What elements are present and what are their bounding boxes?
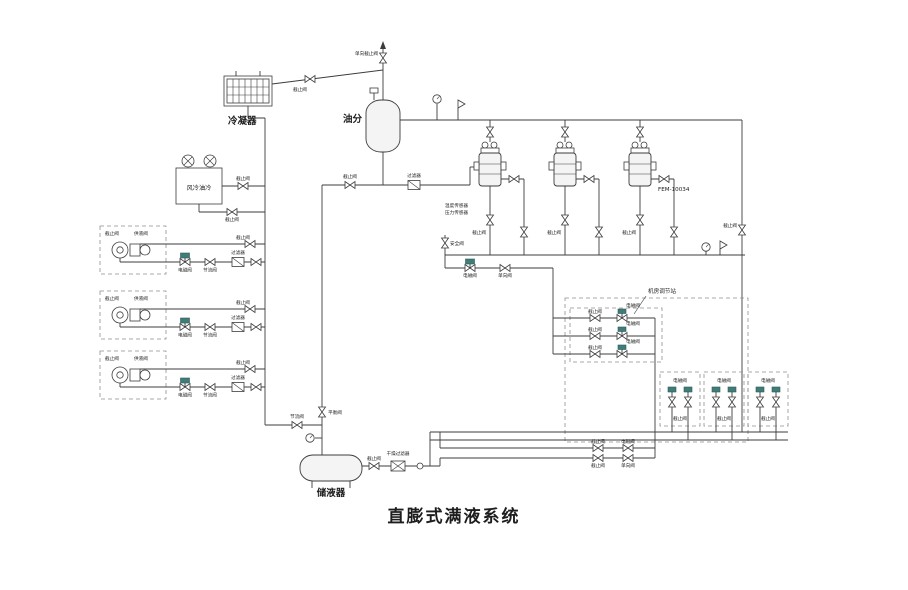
compressor-1 bbox=[472, 120, 527, 255]
pressure-gauge-icon bbox=[432, 94, 442, 104]
temp-sensor-label: 温度传感器 bbox=[445, 202, 468, 209]
filter-icon bbox=[407, 180, 421, 190]
end-valve-group-1 bbox=[660, 372, 700, 440]
solenoid-valve-label: 电磁阀 bbox=[463, 272, 477, 279]
solenoid-coil bbox=[465, 258, 475, 265]
end-unit-2 bbox=[100, 291, 265, 339]
drier-filter-label: 干燥过滤器 bbox=[387, 450, 410, 457]
stop-valve-icon bbox=[344, 181, 356, 189]
compressor-2 bbox=[547, 120, 602, 255]
pressure-gauge-icon bbox=[305, 433, 315, 443]
balance-valve-icon bbox=[318, 406, 326, 418]
stop-valve-icon bbox=[226, 208, 238, 216]
filter-label: 过滤器 bbox=[407, 172, 421, 179]
stop-valve-icon bbox=[304, 75, 316, 83]
pressure-switch-icon bbox=[457, 99, 466, 109]
stop-valve-label: 截止阀 bbox=[367, 455, 381, 462]
station-row-1 bbox=[577, 302, 655, 322]
fan-icon bbox=[203, 154, 217, 168]
suction-bus: 安全阀 电磁阀 单向阀 截止阀 bbox=[441, 120, 746, 432]
condenser: 冷凝器 截止阀 bbox=[223, 69, 384, 127]
fan-icon bbox=[181, 154, 195, 168]
throttle-valve-icon bbox=[291, 421, 303, 429]
oil-return-line: 截止阀 过滤器 bbox=[322, 166, 479, 190]
stop-valve-label: 截止阀 bbox=[591, 438, 605, 445]
balance-valve-label: 平衡阀 bbox=[328, 409, 342, 416]
fan-oil-cooler: 风冷油冷 截止阀 截止阀 bbox=[175, 154, 265, 223]
solenoid-valve-label: 电磁阀 bbox=[621, 438, 635, 445]
stop-valve-icon bbox=[738, 224, 746, 236]
throttle-valve-label: 节流阀 bbox=[290, 413, 304, 420]
fem-tag-label: FEM-10034 bbox=[658, 187, 690, 193]
check-stop-valve-icon bbox=[379, 52, 387, 64]
end-unit-1 bbox=[100, 226, 265, 274]
stop-valve-label: 截止阀 bbox=[293, 86, 307, 93]
stop-valve-icon bbox=[592, 454, 604, 462]
station-label: 机房调节站 bbox=[648, 287, 676, 295]
stop-valve-icon bbox=[237, 182, 249, 190]
receiver: 储液器 截止阀 干燥过滤器 bbox=[299, 450, 440, 499]
sight-glass-icon bbox=[416, 462, 424, 470]
pressure-gauge-icon bbox=[701, 242, 711, 252]
check-valve-icon bbox=[499, 264, 511, 272]
oil-separator: 油分 bbox=[343, 87, 401, 185]
stop-valve-icon bbox=[592, 444, 604, 452]
check-valve-icon bbox=[622, 454, 634, 462]
oil-separator-label: 油分 bbox=[343, 113, 363, 125]
receiver-label: 储液器 bbox=[317, 487, 346, 499]
safety-valve-label: 安全阀 bbox=[450, 240, 464, 247]
pressure-switch-icon bbox=[719, 240, 728, 250]
safety-valve-icon bbox=[441, 237, 449, 249]
check-stop-valve-label: 单向截止阀 bbox=[355, 50, 378, 57]
solenoid-valve-icon bbox=[622, 444, 634, 452]
station-row-2 bbox=[577, 320, 655, 340]
end-valve-group-2 bbox=[704, 372, 744, 440]
fan-oil-cooler-label: 风冷油冷 bbox=[187, 184, 212, 192]
discharge-header bbox=[400, 94, 742, 121]
check-valve-label: 单向阀 bbox=[498, 272, 512, 279]
stop-valve-label: 截止阀 bbox=[343, 173, 357, 180]
stop-valve-label: 截止阀 bbox=[591, 462, 605, 469]
diagram-title: 直膨式满液系统 bbox=[388, 506, 521, 527]
stop-valve-icon bbox=[368, 462, 380, 470]
liquid-lines: 节流阀 平衡阀 bbox=[264, 118, 342, 455]
condenser-label: 冷凝器 bbox=[228, 115, 257, 127]
regulating-station: 机房调节站 截止阀 电磁阀 截止阀 单向阀 bbox=[439, 268, 749, 469]
check-valve-label: 单向阀 bbox=[621, 462, 635, 469]
stop-valve-label: 截止阀 bbox=[236, 175, 250, 182]
end-valve-group-3 bbox=[748, 372, 788, 440]
stop-valve-label: 截止阀 bbox=[723, 222, 737, 229]
station-row-3 bbox=[577, 338, 655, 358]
distribution-buses bbox=[429, 431, 788, 466]
pressure-sensor-label: 压力传感器 bbox=[445, 209, 468, 216]
stop-valve-label: 截止阀 bbox=[225, 216, 239, 223]
end-unit-3 bbox=[100, 351, 265, 399]
vent-riser: 单向截止阀 bbox=[355, 41, 387, 100]
